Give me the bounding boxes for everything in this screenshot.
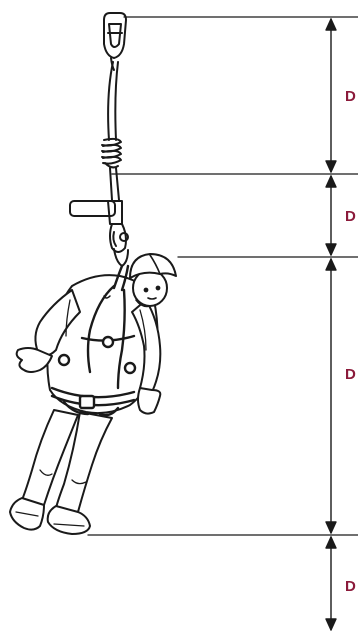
- dimension-label-3: D: [345, 366, 356, 383]
- dimension-label-4: D: [345, 578, 356, 595]
- lower-snap-hook: [110, 224, 128, 266]
- worker-front-hand: [138, 388, 160, 414]
- energy-absorber: [102, 139, 121, 168]
- worker-figure: [10, 254, 176, 534]
- dimension-labels: D D D D: [345, 88, 356, 595]
- reference-lines: [88, 17, 358, 535]
- t-handle: [70, 168, 122, 224]
- lanyard: [108, 62, 118, 140]
- dimension-label-2: D: [345, 208, 356, 225]
- dimension-label-1: D: [345, 88, 356, 105]
- worker-front-boot: [48, 506, 90, 534]
- dimension-arrows: [326, 19, 336, 630]
- anchor-carabiner: [104, 13, 126, 70]
